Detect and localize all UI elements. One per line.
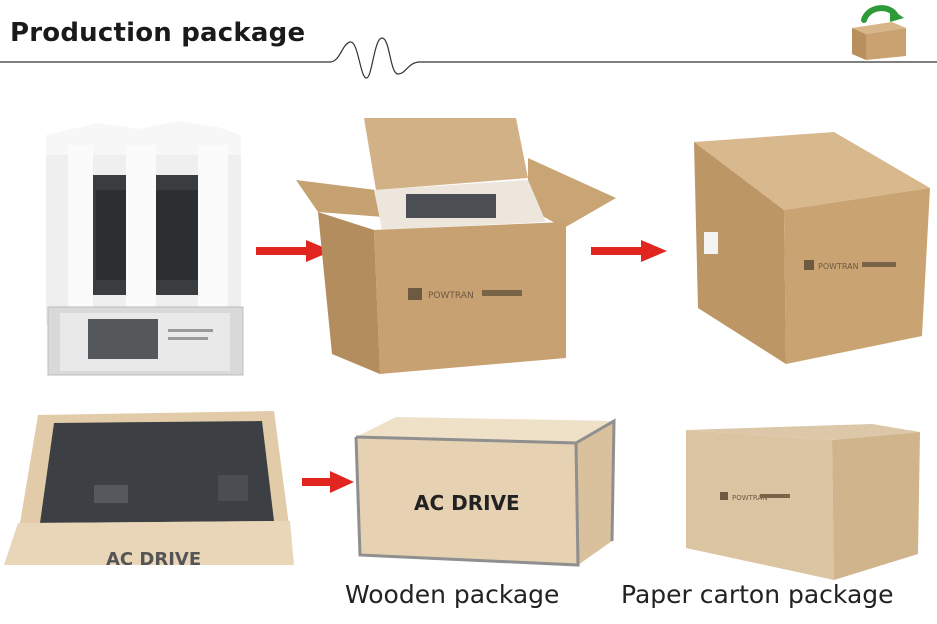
wrapped-carton-photo: POWTRAN <box>686 424 920 580</box>
crate-stamp: AC DRIVE <box>414 491 520 515</box>
closed-wooden-crate-photo: AC DRIVE <box>354 417 616 567</box>
recycle-box-icon <box>852 5 906 60</box>
wooden-package-caption: Wooden package <box>345 580 560 609</box>
open-wooden-crate-photo: AC DRIVE <box>4 411 294 565</box>
wrapped-carton-brand-label: POWTRAN <box>732 494 768 502</box>
arrow-right-icon <box>256 240 332 262</box>
carton-package-caption: Paper carton package <box>621 580 894 609</box>
arrow-right-icon <box>302 471 354 493</box>
sealed-carton-brand-label: POWTRAN <box>818 262 859 271</box>
header-divider <box>0 37 937 79</box>
open-carton-photo: POWTRAN <box>296 118 616 374</box>
sealed-carton-photo: POWTRAN <box>694 132 930 364</box>
carton-brand-label: POWTRAN <box>428 291 474 301</box>
page-title: Production package <box>10 18 306 48</box>
crate-stamp-partial: AC DRIVE <box>106 549 201 565</box>
arrow-right-icon <box>591 240 667 262</box>
foam-packing-photo <box>46 121 244 376</box>
